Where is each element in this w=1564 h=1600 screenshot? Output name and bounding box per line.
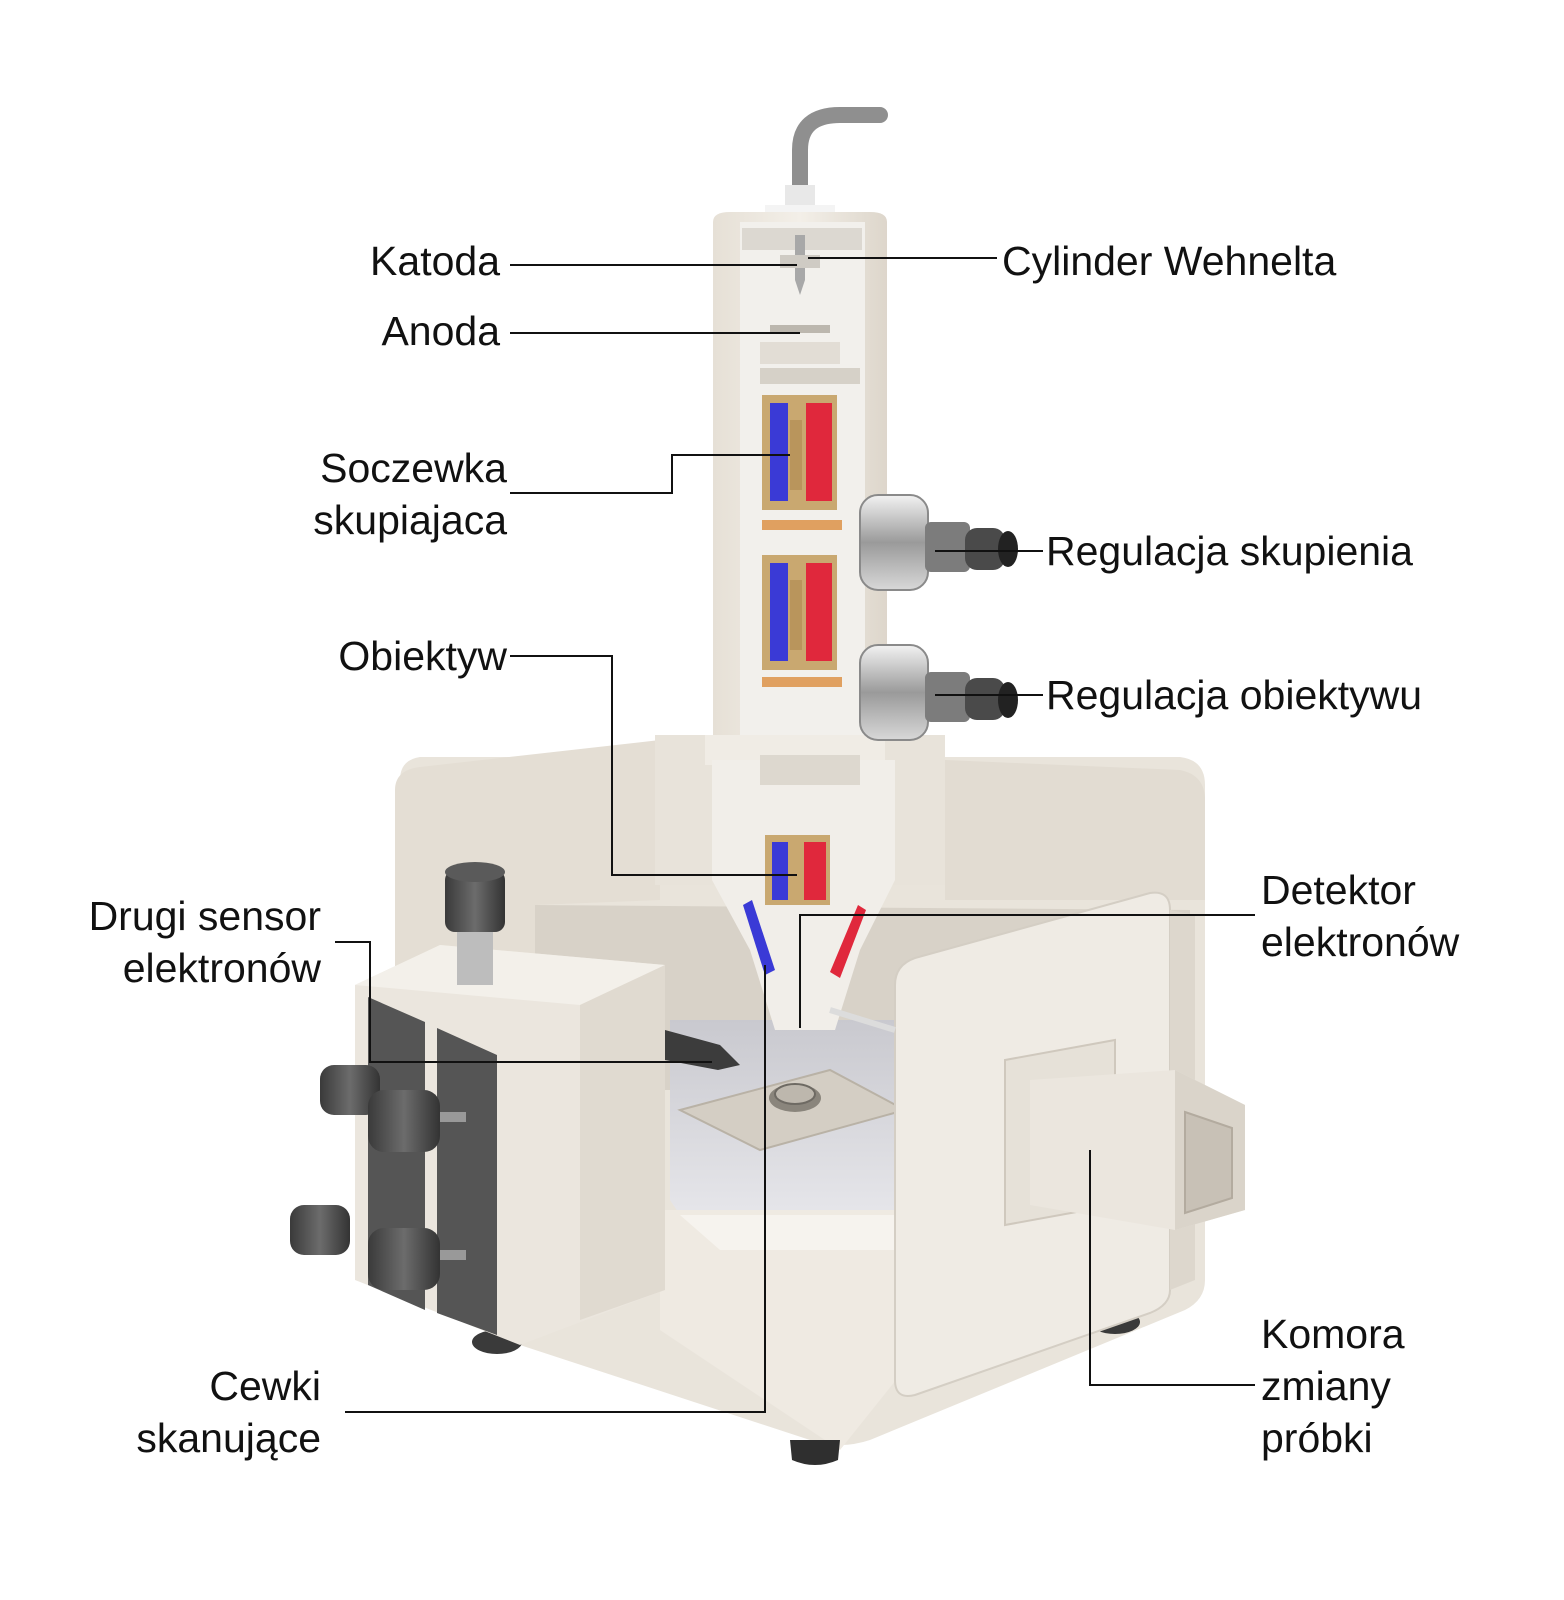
label-regulacja-obiektywu: Regulacja obiektywu <box>1046 672 1423 718</box>
leader-cewki <box>345 965 766 1413</box>
label-obiektyw: Obiektyw <box>338 633 507 679</box>
leader-komora <box>1089 1150 1255 1386</box>
leader-obiektyw <box>510 655 797 876</box>
condenser-lens-upper <box>762 395 837 510</box>
sample-exchange-chamber <box>894 891 1245 1397</box>
label-katoda: Katoda <box>370 238 500 284</box>
label-anoda: Anoda <box>381 308 500 354</box>
label-soczewka-skupiajaca: Soczewka skupiajaca <box>313 445 507 543</box>
label-regulacja-skupienia: Regulacja skupienia <box>1046 528 1413 574</box>
leader-soczewka <box>510 454 790 494</box>
condenser-lens-lower <box>762 555 837 670</box>
leader-detektor <box>799 914 1255 1028</box>
control-block <box>290 862 740 1345</box>
label-cewki-skanujace: Cewki skanujące <box>136 1363 321 1461</box>
side-knobs <box>290 1065 466 1290</box>
label-cylinder-wehnelta: Cylinder Wehnelta <box>1002 238 1337 284</box>
focus-adjust-knob <box>859 494 1018 591</box>
leader-lines <box>335 257 1255 1413</box>
label-komora-zmiany-probki: Komora zmiany próbki <box>1261 1311 1405 1461</box>
objective-adjust-knob <box>859 644 1018 741</box>
leader-drugi-sensor <box>335 941 712 1063</box>
objective-lens <box>765 835 830 905</box>
label-detektor-elektronow: Detektor elektronów <box>1261 867 1460 965</box>
electron-column <box>655 107 945 1033</box>
label-drugi-sensor-elektronow: Drugi sensor elektronów <box>88 893 321 991</box>
